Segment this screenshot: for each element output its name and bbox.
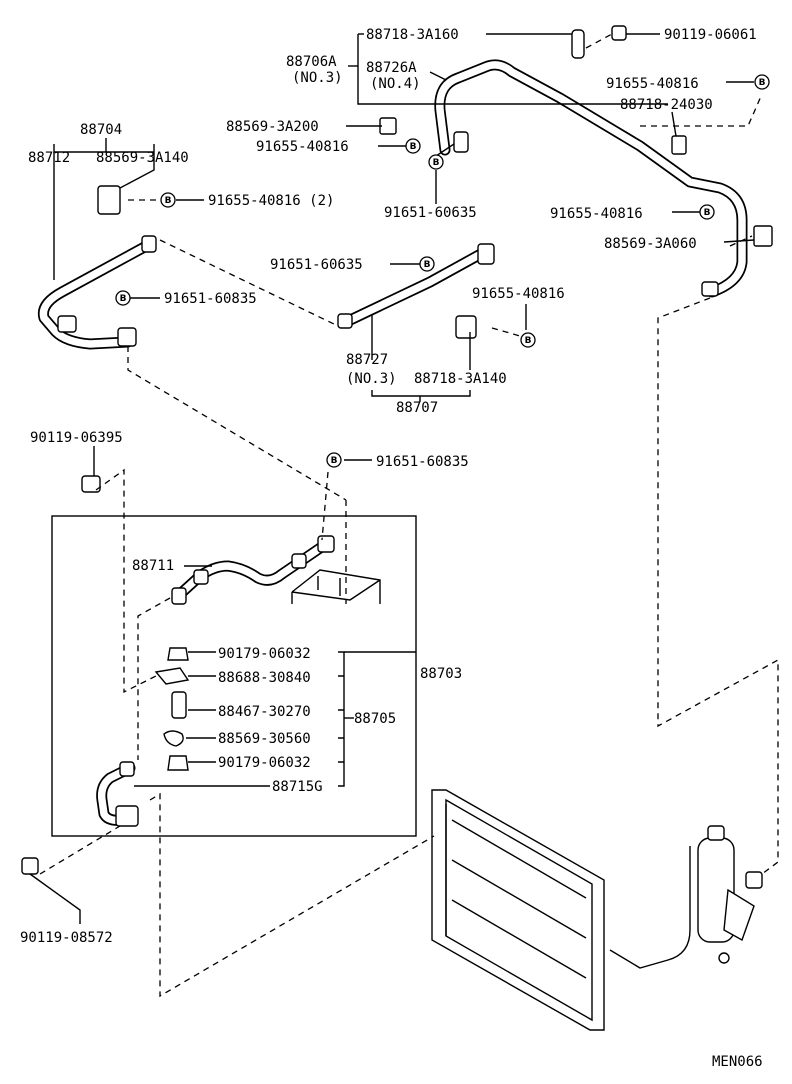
callout-88705: 88705 — [354, 711, 396, 727]
callout-88569-3A200: 88569-3A200 — [226, 119, 319, 135]
diagram-reference-code: MEN066 — [712, 1054, 763, 1070]
clamp-kit-88705-parts — [154, 647, 190, 771]
svg-text:B: B — [704, 208, 711, 218]
callout-88727-no: (NO.3) — [346, 371, 397, 387]
callout-88569-3A140: 88569-3A140 — [96, 150, 189, 166]
svg-text:B: B — [165, 196, 172, 206]
bolt-marker-3: B — [428, 154, 444, 170]
callout-91655-40816-c: 91655-40816 — [550, 206, 643, 222]
callout-88688-30840: 88688-30840 — [218, 670, 311, 686]
callout-91655-40816-d: 91655-40816 — [472, 286, 565, 302]
svg-text:B: B — [433, 158, 440, 168]
callout-91655-40816-a: 91655-40816 — [606, 76, 699, 92]
callout-88715G: 88715G — [272, 779, 323, 795]
callout-88711: 88711 — [132, 558, 174, 574]
callout-88703: 88703 — [420, 666, 462, 682]
svg-text:B: B — [410, 142, 417, 152]
callout-88707: 88707 — [396, 400, 438, 416]
callout-91651-60835-a: 91651-60835 — [164, 291, 257, 307]
bolt-marker-9: B — [326, 452, 342, 468]
callout-91651-60635-b: 91651-60635 — [270, 257, 363, 273]
pipe-fittings — [21, 25, 773, 875]
callout-88706A: 88706A — [286, 54, 337, 70]
callout-88569-3A060: 88569-3A060 — [604, 236, 697, 252]
callout-88569-30560: 88569-30560 — [218, 731, 311, 747]
bolt-marker-2: B — [405, 138, 421, 154]
callout-91651-60635-a: 91651-60635 — [384, 205, 477, 221]
bolt-marker-8: B — [520, 332, 536, 348]
condenser — [431, 789, 605, 1031]
bolt-marker-4: B — [160, 192, 176, 208]
callout-91655-40816-b: 91655-40816 — [256, 139, 349, 155]
receiver-dryer — [609, 825, 763, 969]
bolt-marker-6: B — [419, 256, 435, 272]
callout-88704: 88704 — [80, 122, 122, 138]
callout-88467-30270: 88467-30270 — [218, 704, 311, 720]
callout-88726A: 88726A — [366, 60, 417, 76]
callout-90119-06061: 90119-06061 — [664, 27, 757, 43]
mounting-bracket — [291, 569, 381, 604]
svg-text:B: B — [759, 78, 766, 88]
assembly-box-88703 — [51, 515, 417, 837]
leader-lines — [29, 33, 755, 924]
callout-88718-24030: 88718-24030 — [620, 97, 713, 113]
dashed-connections — [39, 33, 779, 998]
svg-text:B: B — [525, 336, 532, 346]
pipe-88715G — [96, 762, 136, 826]
svg-text:B: B — [424, 260, 431, 270]
pipe-88727 — [340, 244, 494, 328]
callout-88706A-no: (NO.3) — [292, 70, 343, 86]
callout-91655-40816-2: 91655-40816 (2) — [208, 193, 334, 209]
callout-88712: 88712 — [28, 150, 70, 166]
callout-90179-06032-b: 90179-06032 — [218, 755, 311, 771]
callout-88718-3A140: 88718-3A140 — [414, 371, 507, 387]
callout-90119-08572: 90119-08572 — [20, 930, 113, 946]
part-callouts: 88718-3A160 90119-06061 88706A (NO.3) 88… — [20, 27, 763, 1070]
callout-90179-06032-a: 90179-06032 — [218, 646, 311, 662]
callout-88727: 88727 — [346, 352, 388, 368]
pipe-88712 — [37, 238, 156, 350]
svg-text:B: B — [331, 456, 338, 466]
pipe-88711 — [172, 538, 332, 602]
pipe-88726A — [434, 59, 748, 298]
bolt-marker-1: B — [754, 74, 770, 90]
callout-90119-06395: 90119-06395 — [30, 430, 123, 446]
svg-text:B: B — [120, 294, 127, 304]
bolt-marker-5: B — [699, 204, 715, 220]
bolt-marker-7: B — [115, 290, 131, 306]
callout-91651-60835-b: 91651-60835 — [376, 454, 469, 470]
callout-88718-3A160: 88718-3A160 — [366, 27, 459, 43]
callout-88726A-no: (NO.4) — [370, 76, 421, 92]
